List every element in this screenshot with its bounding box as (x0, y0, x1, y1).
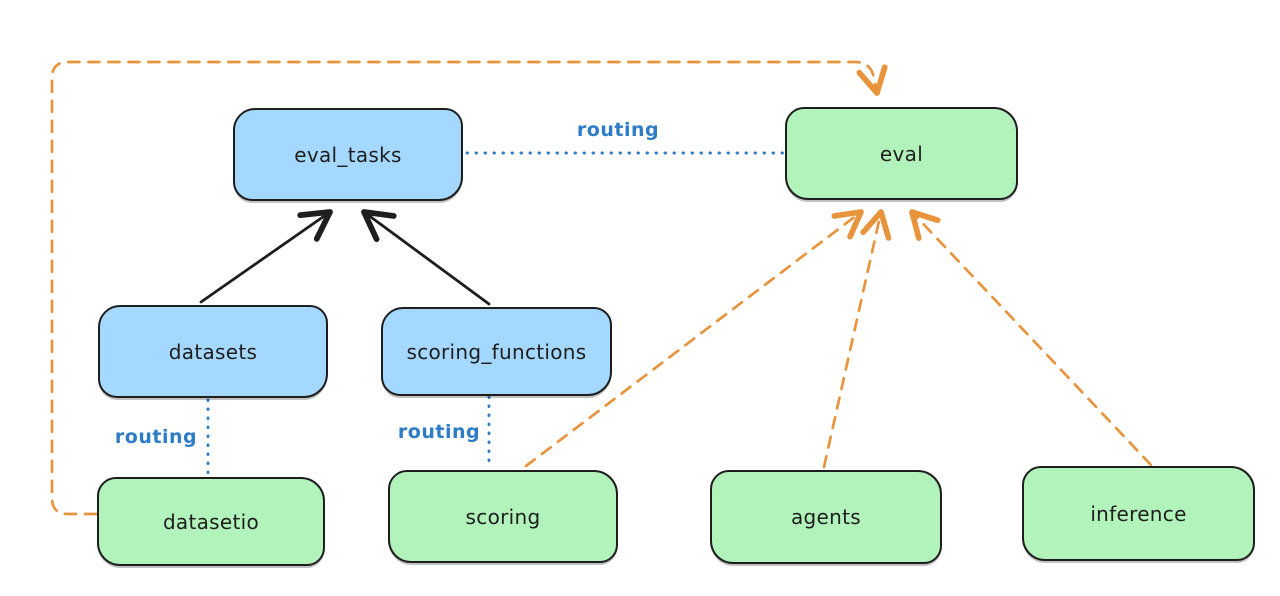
node-scoring-functions: scoring_functions (381, 307, 612, 396)
node-datasetio: datasetio (97, 477, 325, 566)
node-inference-label: inference (1090, 501, 1187, 526)
routing-label-scoring-functions-scoring: routing (397, 421, 481, 443)
node-agents: agents (710, 470, 942, 564)
node-eval-tasks-label: eval_tasks (294, 142, 402, 167)
edge-scoring-functions-to-eval-tasks (361, 209, 491, 306)
node-eval-tasks: eval_tasks (233, 108, 463, 201)
edge-inference-to-eval (909, 209, 1153, 467)
routing-label-datasets-datasetio: routing (114, 426, 198, 448)
edge-datasets-to-eval-tasks (199, 209, 333, 304)
node-scoring: scoring (388, 470, 618, 563)
node-eval: eval (785, 107, 1018, 200)
node-scoring-functions-label: scoring_functions (406, 339, 587, 364)
node-inference: inference (1022, 466, 1255, 561)
node-datasetio-label: datasetio (162, 509, 260, 534)
node-eval-label: eval (879, 141, 924, 166)
node-datasets: datasets (98, 305, 328, 398)
node-agents-label: agents (791, 505, 861, 529)
node-datasets-label: datasets (168, 339, 258, 364)
node-scoring-label: scoring (465, 504, 541, 529)
routing-label-eval-tasks-eval: routing (576, 119, 660, 141)
edge-agents-to-eval (822, 209, 892, 469)
